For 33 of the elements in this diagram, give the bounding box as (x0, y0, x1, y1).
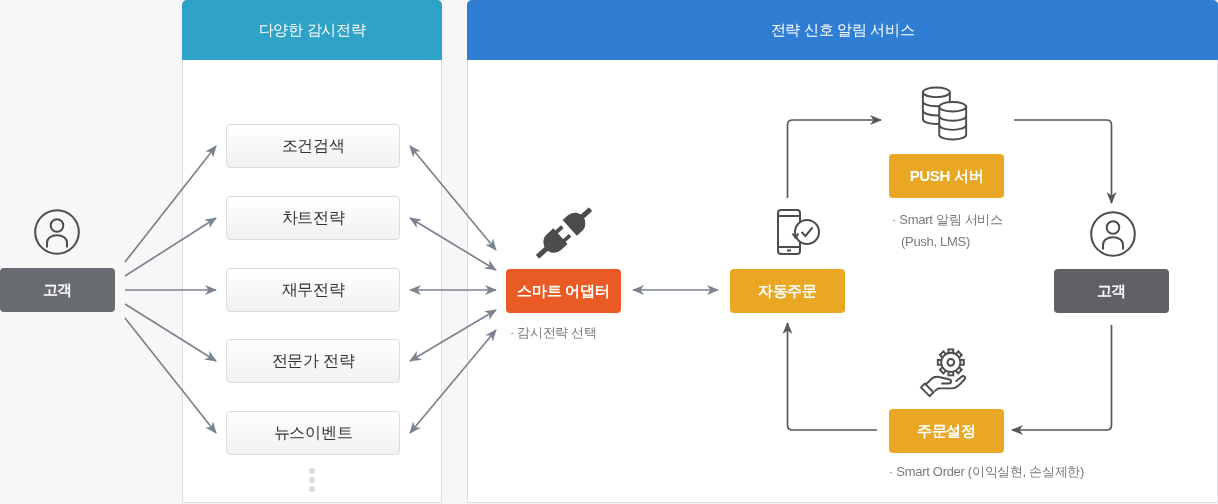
arrow (409, 285, 497, 295)
process-box: 재무전략 (226, 268, 400, 312)
process-box: 주문설정 (889, 409, 1004, 453)
arrow (1011, 324, 1113, 435)
process-box: 스마트 어댑터 (506, 269, 621, 313)
process-box: 뉴스이벤트 (226, 411, 400, 455)
panel-header: 전략 신호 알림 서비스 (467, 0, 1218, 60)
arrow (124, 145, 217, 263)
process-box: PUSH 서버 (889, 154, 1004, 198)
arrow (409, 329, 497, 434)
process-box: 차트전략 (226, 196, 400, 240)
arrow (409, 217, 497, 271)
panel (182, 0, 442, 503)
arrow (1013, 119, 1117, 204)
arrow (124, 217, 217, 277)
process-box: 조건검색 (226, 124, 400, 168)
arrow (632, 285, 719, 295)
process-box: 고객 (1054, 269, 1169, 313)
panel-header: 다양한 감시전략 (182, 0, 442, 60)
note-text: · Smart Order (이익실현, 손실제한) (889, 463, 1085, 481)
arrow (782, 322, 878, 431)
arrow (124, 285, 217, 295)
panel (467, 0, 1218, 503)
arrow (409, 309, 497, 362)
process-box: 고객 (0, 268, 115, 312)
arrow (786, 115, 882, 199)
note-text: · Smart 알림 서비스 (Push, LMS) (892, 211, 1004, 251)
process-box: 전문가 전략 (226, 339, 400, 383)
arrow (124, 303, 217, 362)
note-text: · 감시전략 선택 (510, 324, 598, 342)
arrow (124, 317, 217, 434)
arrow (409, 145, 497, 251)
process-box: 자동주문 (730, 269, 845, 313)
